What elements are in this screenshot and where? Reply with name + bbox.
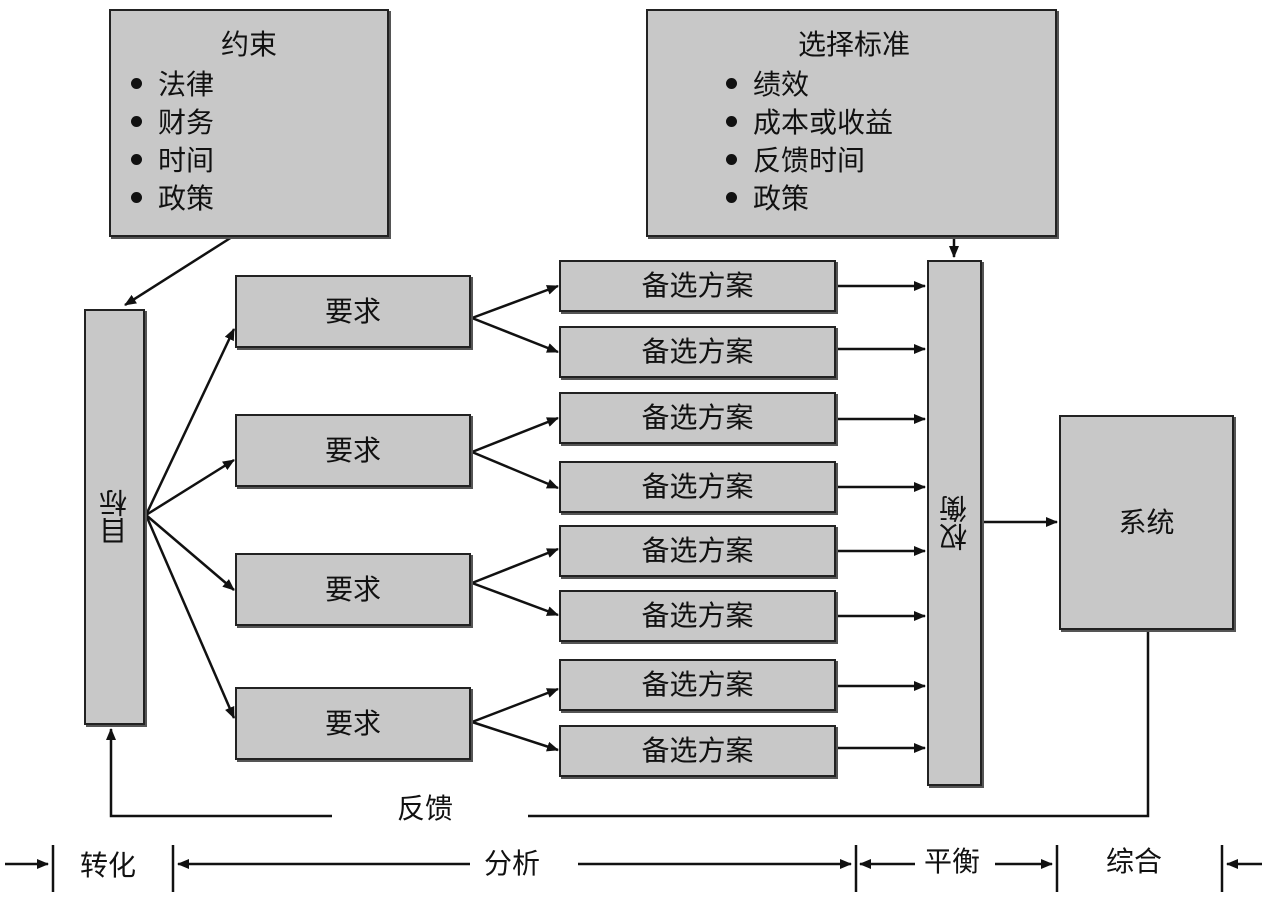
requirement-label: 要求	[324, 572, 381, 606]
requirement-label: 要求	[324, 294, 381, 328]
tradeoff-box: 权衡	[927, 260, 982, 786]
goal-to-req-1-arrow	[144, 328, 236, 516]
req-1-to-alt-2-arrow	[471, 316, 559, 354]
bullet-icon	[726, 115, 737, 127]
req-2-to-alt-3-arrow	[471, 416, 559, 454]
goal-to-req-2-arrow	[145, 458, 235, 517]
bullet-icon	[726, 77, 737, 89]
req-2-to-alt-4-arrow	[471, 450, 559, 490]
alternative-label: 备选方案	[641, 470, 754, 503]
feedback-label: 反馈	[397, 792, 454, 825]
phase-label-transform: 转化	[74, 852, 143, 880]
alternative-label: 备选方案	[641, 668, 754, 701]
alternative-box-4: 备选方案	[559, 461, 836, 513]
tradeoff-label: 权衡	[937, 495, 971, 551]
requirement-box-4: 要求	[235, 687, 471, 760]
goal-to-req-3-arrow	[145, 514, 235, 591]
bullet-icon	[131, 115, 142, 127]
constraint-item: 时间	[131, 147, 214, 175]
constraints-box: 约束 法律 财务 时间 政策	[109, 9, 389, 237]
system-box: 系统	[1059, 415, 1234, 630]
alternative-box-8: 备选方案	[559, 725, 836, 777]
criteria-item: 反馈时间	[726, 147, 865, 175]
goal-label: 目标	[97, 489, 131, 545]
requirement-box-1: 要求	[235, 275, 471, 348]
alternative-label: 备选方案	[641, 269, 754, 302]
req-3-to-alt-6-arrow	[471, 581, 559, 617]
bullet-icon	[131, 77, 142, 89]
criteria-item: 政策	[726, 185, 809, 213]
bullet-icon	[131, 191, 142, 203]
req-3-to-alt-5-arrow	[471, 547, 559, 585]
requirement-label: 要求	[324, 706, 381, 740]
bullet-icon	[131, 153, 142, 165]
constraint-item: 政策	[131, 185, 214, 213]
requirement-box-3: 要求	[235, 553, 471, 626]
bullet-icon	[726, 191, 737, 203]
phase-label-synthesis: 综合	[1100, 848, 1169, 876]
feedback-line-left	[106, 728, 332, 818]
alternative-label: 备选方案	[641, 599, 754, 632]
criteria-title: 选择标准	[798, 28, 911, 61]
req-4-to-alt-7-arrow	[471, 687, 559, 724]
alternative-box-5: 备选方案	[559, 525, 836, 577]
req-4-to-alt-8-arrow	[471, 720, 559, 752]
goal-box: 目标	[84, 309, 145, 725]
requirement-label: 要求	[324, 433, 381, 467]
constraints-title: 约束	[221, 28, 278, 61]
alternative-label: 备选方案	[641, 534, 754, 567]
phase-label-analysis: 分析	[478, 850, 547, 878]
req-1-to-alt-1-arrow	[471, 284, 559, 320]
system-label: 系统	[1118, 505, 1175, 539]
alternative-box-1: 备选方案	[559, 260, 836, 312]
alternative-box-2: 备选方案	[559, 326, 836, 378]
alternative-label: 备选方案	[641, 734, 754, 767]
constraint-item: 财务	[131, 109, 214, 137]
feedback-line-right	[528, 630, 1150, 818]
criteria-box: 选择标准 绩效 成本或收益 反馈时间 政策	[646, 9, 1057, 237]
constraint-item: 法律	[131, 71, 214, 99]
alternative-box-7: 备选方案	[559, 659, 836, 711]
requirement-box-2: 要求	[235, 414, 471, 487]
alternative-label: 备选方案	[641, 401, 754, 434]
criteria-item: 绩效	[726, 71, 809, 99]
alternative-box-3: 备选方案	[559, 392, 836, 444]
criteria-item: 成本或收益	[726, 109, 893, 137]
alternative-box-6: 备选方案	[559, 590, 836, 642]
goal-to-req-4-arrow	[144, 514, 236, 719]
constraints-to-goal-arrow	[124, 235, 233, 307]
alternative-label: 备选方案	[641, 335, 754, 368]
phase-label-balance: 平衡	[918, 848, 987, 876]
bullet-icon	[726, 153, 737, 165]
